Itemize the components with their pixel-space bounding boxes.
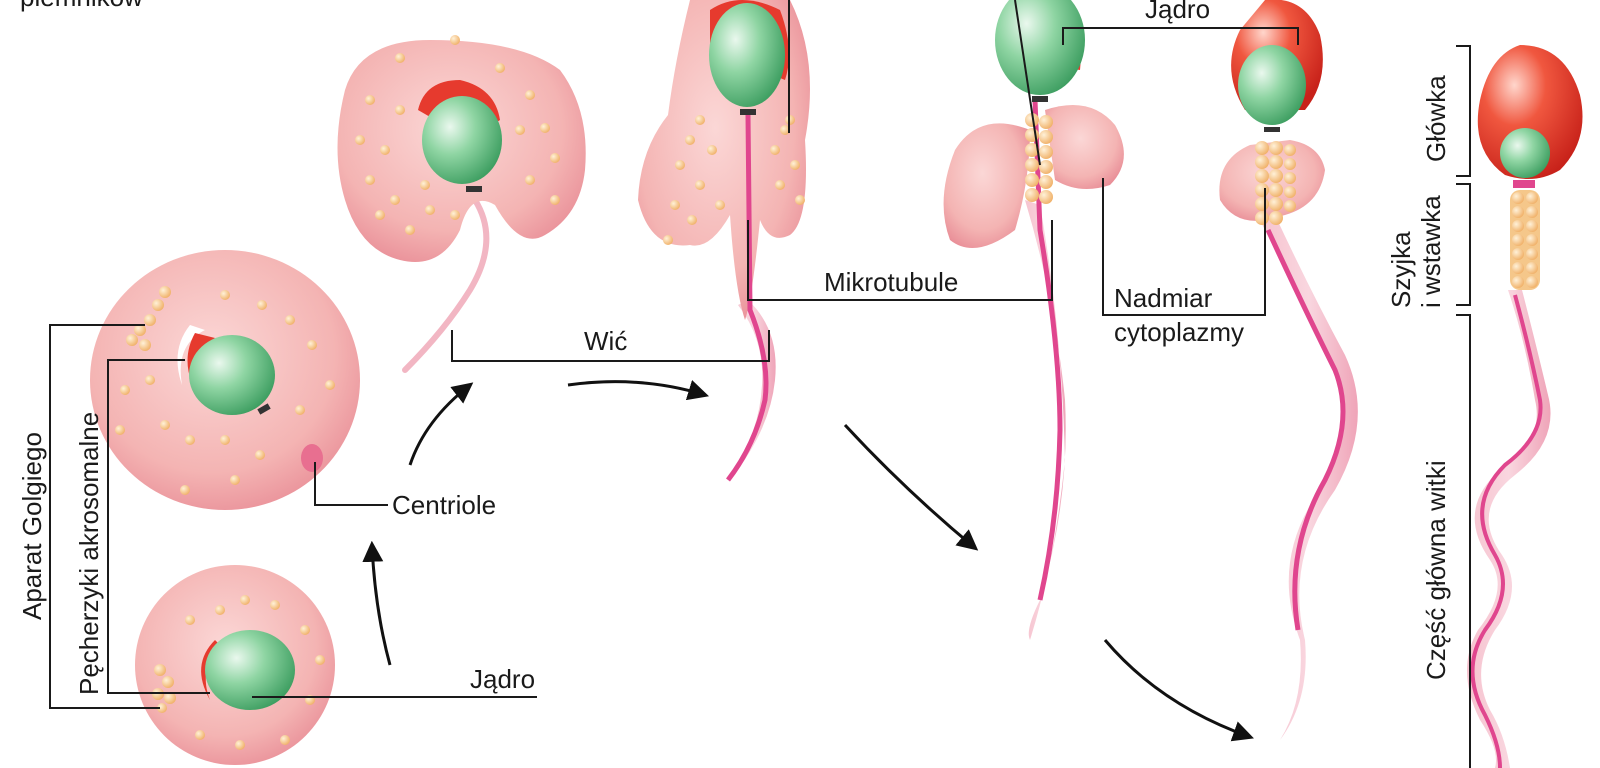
bracket-tail <box>1456 314 1471 768</box>
flagellum <box>1032 99 1063 601</box>
acrosome-cap <box>177 325 205 385</box>
acrosomal-vesicle <box>187 333 215 390</box>
excess-cytoplasm-left <box>943 123 1030 248</box>
label-neck-2: i wstawka <box>1416 195 1446 308</box>
midpiece-granules <box>1025 113 1053 204</box>
label-excess-cytoplasm-2: cytoplazmy <box>1114 317 1244 347</box>
centriole <box>466 186 482 192</box>
spermatozoon-mature <box>1466 45 1583 768</box>
spermatid-maturing <box>1219 0 1358 740</box>
label-acrosomal-vesicles: Pęcherzyki akrosomalne <box>74 412 104 695</box>
nucleus <box>205 630 295 710</box>
leader-excess-cytoplasm <box>1102 178 1266 316</box>
arrow-4 <box>843 423 979 551</box>
arrow-3 <box>567 380 710 401</box>
nucleus <box>1500 128 1550 178</box>
neck <box>1513 180 1535 188</box>
spermatid-elongating <box>638 0 810 482</box>
arrow-2 <box>408 382 474 466</box>
leader-nucleus-top-a <box>1014 0 1041 166</box>
label-excess-cytoplasm-1: Nadmiar <box>1114 283 1213 313</box>
acrosomal-vesicle <box>201 640 220 700</box>
centriole <box>1264 127 1280 132</box>
flagellum <box>726 114 769 482</box>
label-top-left-fragment: plemników <box>20 0 143 12</box>
leader-centrioles <box>314 462 388 506</box>
spermatid-late <box>943 0 1124 640</box>
label-nucleus-bottom: Jądro <box>470 664 535 694</box>
nucleus <box>995 0 1085 95</box>
label-golgi: Aparat Golgiego <box>17 432 47 620</box>
leader-flagellum <box>451 330 770 362</box>
granules <box>355 35 560 235</box>
centriole <box>740 109 756 115</box>
bracket-head <box>1456 45 1471 177</box>
arrow-1 <box>362 540 392 666</box>
midpiece-granules <box>1512 192 1538 288</box>
leader-acrosomal <box>107 359 210 694</box>
leader-golgi <box>49 324 160 709</box>
nucleus <box>1238 45 1306 125</box>
leader-nucleus-top <box>1062 27 1299 45</box>
tail-sheath <box>730 300 776 480</box>
granules <box>115 286 335 495</box>
arrow-5 <box>1103 639 1254 742</box>
label-microtubules: Mikrotubule <box>824 267 958 297</box>
centriole <box>1032 96 1048 102</box>
leader-microtubules <box>747 220 1053 301</box>
flagellum <box>1265 228 1346 631</box>
label-head: Główka <box>1421 75 1451 162</box>
flagellum <box>402 197 490 373</box>
flagellum <box>1470 294 1543 768</box>
golgi-granules <box>152 595 325 750</box>
centriole <box>257 403 271 415</box>
label-flagellum: Wić <box>584 326 627 356</box>
centriole-spot <box>301 444 323 472</box>
spermatid-cap-phase <box>337 35 586 373</box>
bracket-neck <box>1456 183 1471 306</box>
label-centrioles: Centriole <box>392 490 496 520</box>
tail-sheath <box>1260 215 1358 740</box>
spermatid-golgi-phase <box>90 250 360 510</box>
label-tail: Część główna witki <box>1421 460 1451 680</box>
excess-cytoplasm-right <box>1045 105 1124 189</box>
nucleus <box>422 96 502 184</box>
label-nucleus-top: Jądro <box>1145 0 1210 24</box>
nucleus <box>709 3 785 107</box>
spermatid-early <box>135 565 335 765</box>
tail-sheath <box>1466 290 1551 768</box>
nucleus <box>189 335 275 415</box>
label-neck-1: Szyjka <box>1386 231 1416 308</box>
